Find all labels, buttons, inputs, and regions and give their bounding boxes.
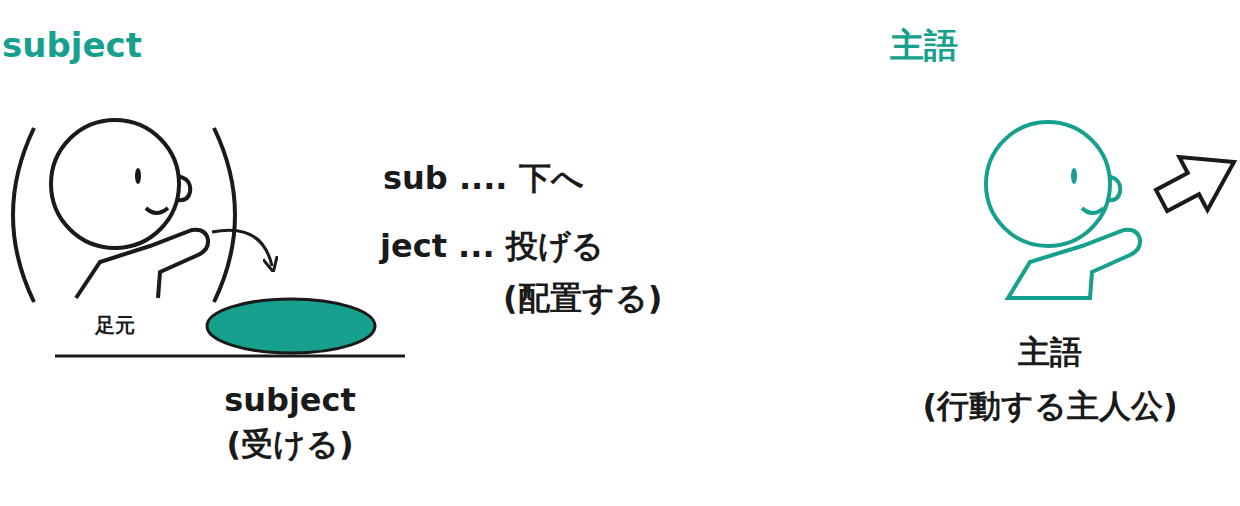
meaning-label: (行動する主人公) bbox=[922, 388, 1177, 425]
bracket-left bbox=[13, 128, 34, 302]
term-label: subject bbox=[224, 382, 356, 419]
etymology-note: ject ... 投げる bbox=[380, 228, 604, 265]
section-heading: subject bbox=[2, 26, 142, 65]
ground-line bbox=[55, 355, 405, 358]
subject-person-figure bbox=[986, 122, 1140, 298]
placed-disc bbox=[207, 299, 375, 353]
part-label: 足元 bbox=[95, 314, 135, 337]
term-label: 主語 bbox=[1018, 334, 1082, 371]
etymology-note: sub .... 下へ bbox=[383, 160, 584, 197]
person-figure bbox=[51, 120, 208, 298]
cursor-arrow bbox=[1148, 136, 1240, 227]
etymology-note: (配置する) bbox=[503, 280, 662, 317]
meaning-label: (受ける) bbox=[226, 426, 353, 463]
bracket-right bbox=[214, 128, 235, 302]
throw-arrow bbox=[212, 230, 272, 266]
section-heading: 主語 bbox=[890, 26, 958, 65]
